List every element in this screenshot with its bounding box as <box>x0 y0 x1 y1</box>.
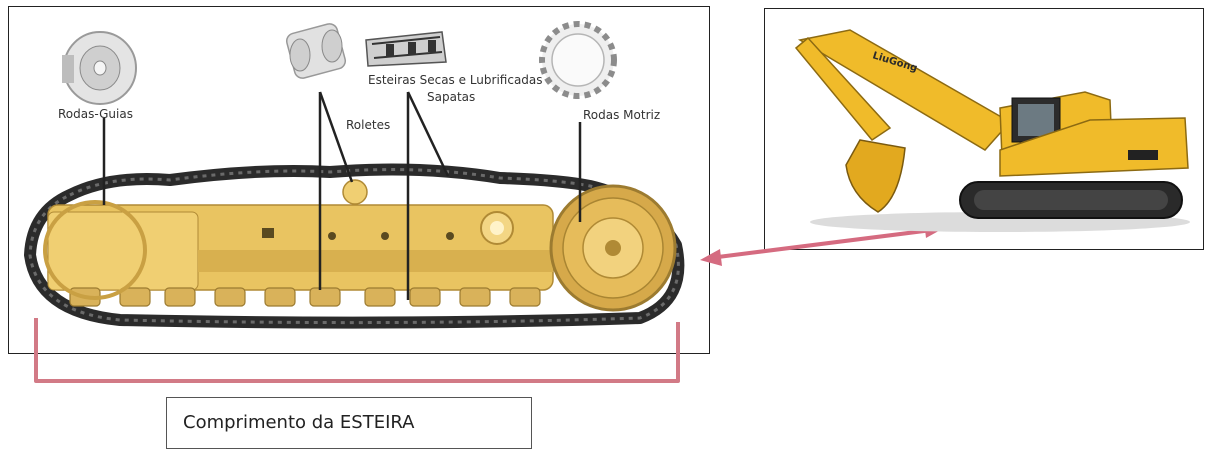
idler-thumbnail <box>62 32 136 104</box>
label-chain-line1: Esteiras Secas e Lubrificadas <box>368 73 543 87</box>
label-idler: Rodas-Guias <box>58 107 133 121</box>
label-rollers: Roletes <box>346 118 390 132</box>
excavator-illustration: LiuGong <box>796 30 1190 232</box>
label-sprocket: Rodas Motriz <box>583 108 660 122</box>
roller-thumbnail <box>285 22 347 80</box>
label-chain-line2: Sapatas <box>427 90 475 104</box>
chain-thumbnail <box>366 32 446 66</box>
carrier-roller <box>343 180 367 204</box>
caption-text: Comprimento da ESTEIRA <box>183 412 415 433</box>
caption-box: Comprimento da ESTEIRA <box>166 397 532 449</box>
sprocket-thumbnail <box>542 24 614 96</box>
drive-sprocket <box>551 186 675 310</box>
